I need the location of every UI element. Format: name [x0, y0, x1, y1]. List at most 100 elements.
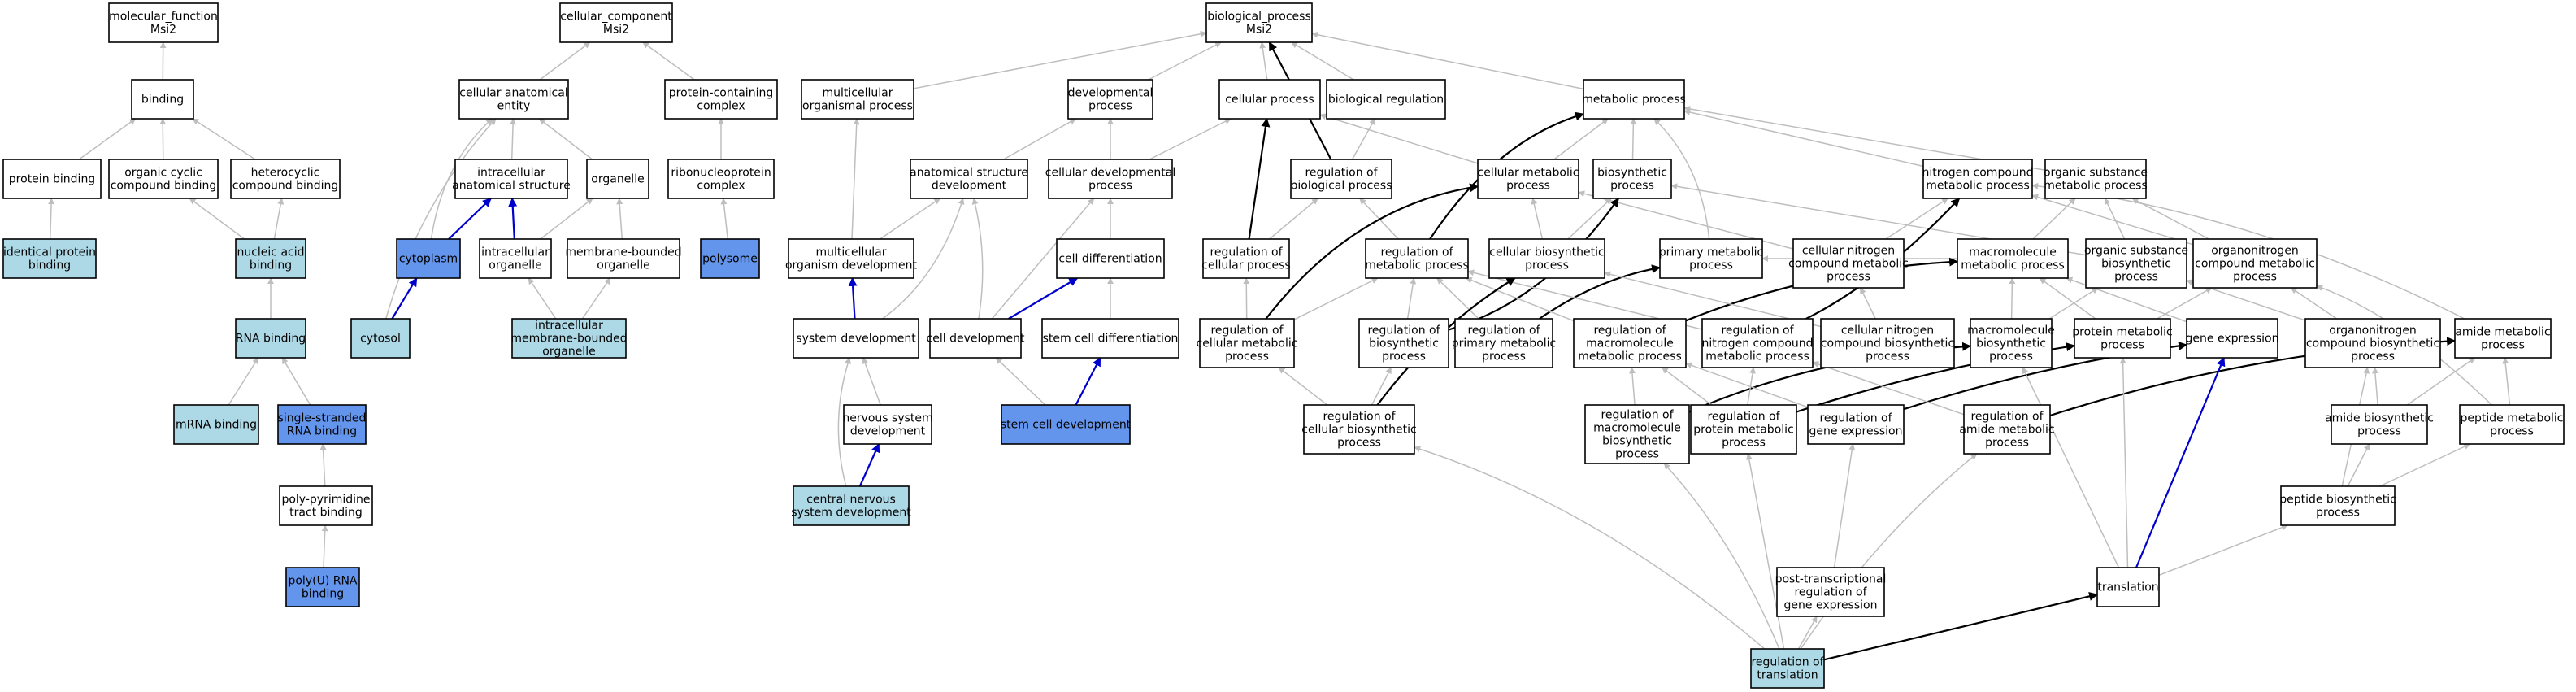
node-box: [1583, 79, 1685, 120]
node-label-line: metabolic process: [1961, 259, 2065, 272]
node-label-line: amide metabolic: [1959, 423, 2054, 436]
edge-cellmet-to-cellproc: [1319, 113, 1479, 164]
node-translation[interactable]: translation: [2096, 567, 2160, 607]
node-label-line: biosynthetic: [1976, 337, 2046, 350]
node-protein-binding[interactable]: protein binding: [2, 159, 102, 199]
node-celldiff[interactable]: cell differentiation: [1056, 238, 1165, 279]
edge-imbo-to-ic_org: [528, 277, 557, 320]
edge-reggene-to-regmmp: [1685, 362, 1809, 408]
node-binding[interactable]: binding: [131, 79, 194, 120]
node-cellproc[interactable]: cellular process: [1218, 79, 1321, 120]
node-box: [929, 318, 1022, 359]
node-box: [1776, 567, 1885, 617]
node-organelle[interactable]: organelle: [586, 159, 649, 199]
edge-asd-to-devproc: [1003, 118, 1077, 160]
node-mrna-binding[interactable]: mRNA binding: [173, 404, 259, 445]
node-celldev[interactable]: cell development: [927, 318, 1025, 359]
node-label-line: cell development: [927, 332, 1025, 345]
node-scd[interactable]: stem cell differentiation: [1041, 318, 1179, 359]
node-scdev[interactable]: stem cell development: [1001, 404, 1132, 445]
edge-cae-to-cc_root: [539, 41, 591, 81]
node-sysdev[interactable]: system development: [793, 318, 919, 359]
node-cytosol[interactable]: cytosol: [350, 318, 411, 359]
node-label-line: compound binding: [111, 179, 217, 192]
node-box: [2186, 318, 2278, 359]
node-label-line: cellular anatomical: [459, 86, 567, 99]
node-regmbp[interactable]: regulation ofmacromoleculebiosyntheticpr…: [1584, 404, 1690, 464]
node-cytoplasm[interactable]: cytoplasm: [396, 238, 461, 279]
node-label-line: cellular biosynthetic: [1489, 246, 1604, 259]
node-label-line: intracellular: [477, 166, 545, 179]
node-rna-binding[interactable]: RNA binding: [235, 318, 306, 359]
node-label-line: regulation of: [1794, 585, 1867, 598]
node-box: [1750, 648, 1825, 689]
node-label-line: single-stranded: [278, 411, 367, 424]
node-geneexp[interactable]: gene expression: [2186, 318, 2279, 359]
node-box: [396, 238, 461, 279]
edge-regcell-to-regbio: [1269, 198, 1318, 240]
node-box: [793, 318, 919, 359]
node-metproc[interactable]: metabolic process: [1582, 79, 1686, 120]
edge-mb_org-to-organelle: [616, 198, 623, 240]
node-label-line: nucleic acid: [237, 246, 304, 259]
node-bioreg[interactable]: biological regulation: [1326, 79, 1446, 120]
node-polysome[interactable]: polysome: [700, 238, 760, 279]
